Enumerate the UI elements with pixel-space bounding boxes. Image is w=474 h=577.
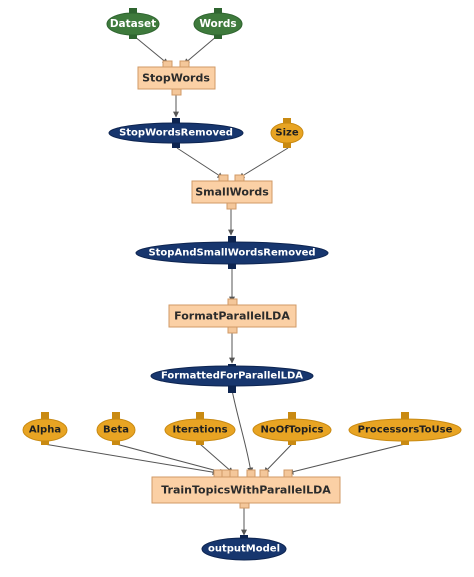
node-stopandsmallwordsremoved-label: StopAndSmallWordsRemoved	[148, 248, 315, 259]
node-alpha-label: Alpha	[29, 425, 61, 436]
node-iterations[interactable]: Iterations	[164, 412, 236, 445]
node-processorstouse-label: ProcessorsToUse	[358, 425, 453, 436]
node-smallwords[interactable]: SmallWords	[191, 174, 273, 210]
node-formatparallellda[interactable]: FormatParallelLDA	[168, 298, 297, 334]
edge-nooftopics-train	[263, 443, 293, 474]
node-alpha[interactable]: Alpha	[22, 412, 68, 445]
node-outputmodel[interactable]: outputModel	[201, 535, 287, 561]
edge-dataset-stopwords	[133, 35, 169, 65]
edge-words-stopwords	[183, 35, 218, 65]
node-words-label: Words	[199, 18, 236, 30]
node-beta[interactable]: Beta	[96, 412, 136, 445]
edge-stopwordsremoved-smallwords	[176, 147, 224, 179]
node-stopandsmallwordsremoved[interactable]: StopAndSmallWordsRemoved	[135, 236, 329, 269]
edge-beta-train	[115, 443, 226, 475]
node-size-label: Size	[275, 128, 298, 139]
edge-processors-train	[287, 443, 406, 475]
node-stopwordsremoved[interactable]: StopWordsRemoved	[108, 118, 244, 148]
edges	[43, 35, 406, 536]
edge-alpha-train	[43, 443, 219, 476]
node-traintopicswithparallellda[interactable]: TrainTopicsWithParallelLDA	[151, 469, 341, 509]
node-nooftopics-label: NoOfTopics	[261, 425, 324, 436]
node-formattedforparallellda-label: FormattedForParallelLDA	[161, 371, 303, 382]
node-formatparallellda-label: FormatParallelLDA	[174, 310, 290, 323]
node-processorstouse[interactable]: ProcessorsToUse	[348, 412, 462, 445]
node-dataset[interactable]: Dataset	[106, 8, 160, 39]
node-nooftopics[interactable]: NoOfTopics	[252, 412, 332, 445]
node-formattedforparallellda[interactable]: FormattedForParallelLDA	[150, 364, 314, 393]
node-smallwords-label: SmallWords	[195, 186, 269, 199]
node-iterations-label: Iterations	[172, 425, 227, 436]
node-words[interactable]: Words	[193, 8, 243, 39]
node-stopwords-label: StopWords	[142, 72, 210, 85]
node-stopwordsremoved-label: StopWordsRemoved	[119, 128, 233, 139]
edge-size-smallwords	[238, 147, 289, 179]
node-size[interactable]: Size	[270, 118, 304, 148]
node-stopwords[interactable]: StopWords	[137, 60, 216, 96]
node-dataset-label: Dataset	[110, 18, 156, 30]
node-outputmodel-label: outputModel	[208, 544, 280, 555]
edge-iterations-train	[199, 443, 234, 474]
node-beta-label: Beta	[103, 425, 129, 436]
edge-formatted-train	[231, 389, 254, 474]
node-traintopicswithparallellda-label: TrainTopicsWithParallelLDA	[161, 484, 331, 497]
